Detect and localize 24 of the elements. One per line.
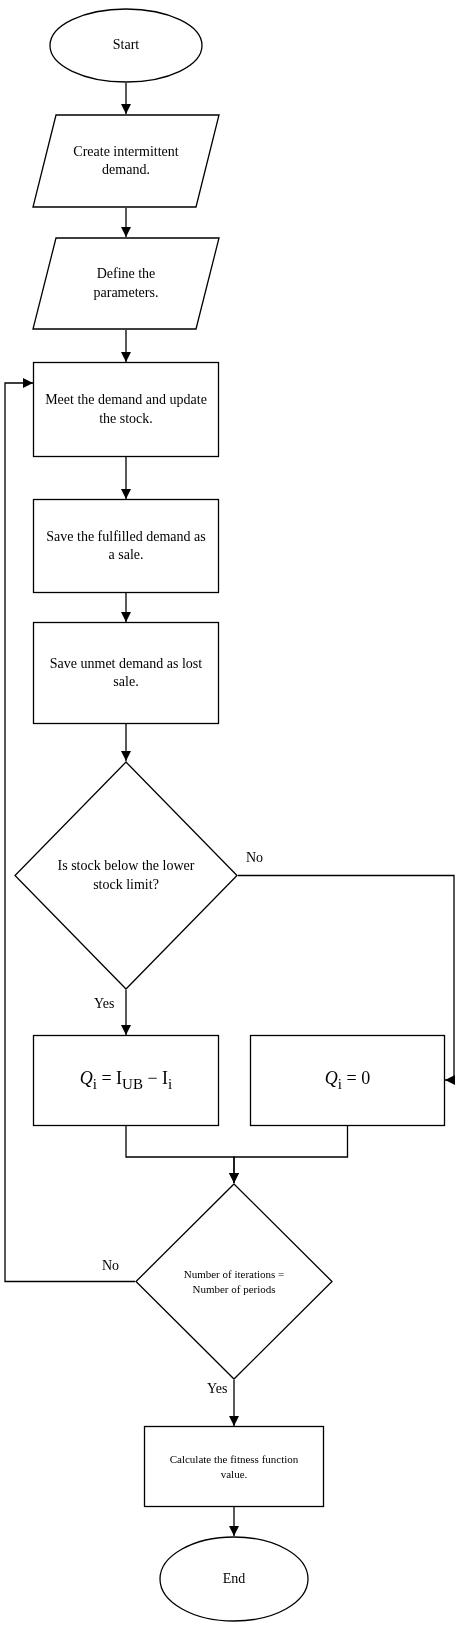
arrow [229, 1506, 239, 1537]
arrow [121, 723, 131, 762]
arrow [121, 207, 131, 238]
arrow [121, 329, 131, 363]
arrow [121, 989, 131, 1036]
node-text: Save unmet demand as lost sale. [48, 654, 204, 691]
node-text: Save the fulfilled demand as a sale. [45, 527, 207, 564]
node-text: Calculate the fitness function value. [168, 1452, 300, 1481]
node-text: Start [112, 36, 140, 55]
arrow [229, 1125, 349, 1184]
arrow [121, 592, 131, 623]
node-text: Is stock below the lower stock limit? [56, 857, 196, 894]
node-text: Number of iterations = Number of periods [182, 1267, 286, 1296]
node-text: End [222, 1569, 246, 1588]
arrow [229, 1379, 239, 1427]
arrow [121, 82, 131, 115]
arrow [237, 874, 455, 1085]
node-text: Meet the demand and update the stock. [44, 391, 208, 428]
formula: Q$_{i}$ = I$_{UB}$ − I$_{i}$ [79, 1066, 173, 1094]
arrow [121, 456, 131, 500]
node-text: Create intermittent demand. [72, 142, 180, 179]
formula: Q$_{i}$ = 0 [324, 1066, 371, 1094]
node-text: Define the parameters. [92, 265, 160, 302]
arrow [4, 378, 136, 1283]
